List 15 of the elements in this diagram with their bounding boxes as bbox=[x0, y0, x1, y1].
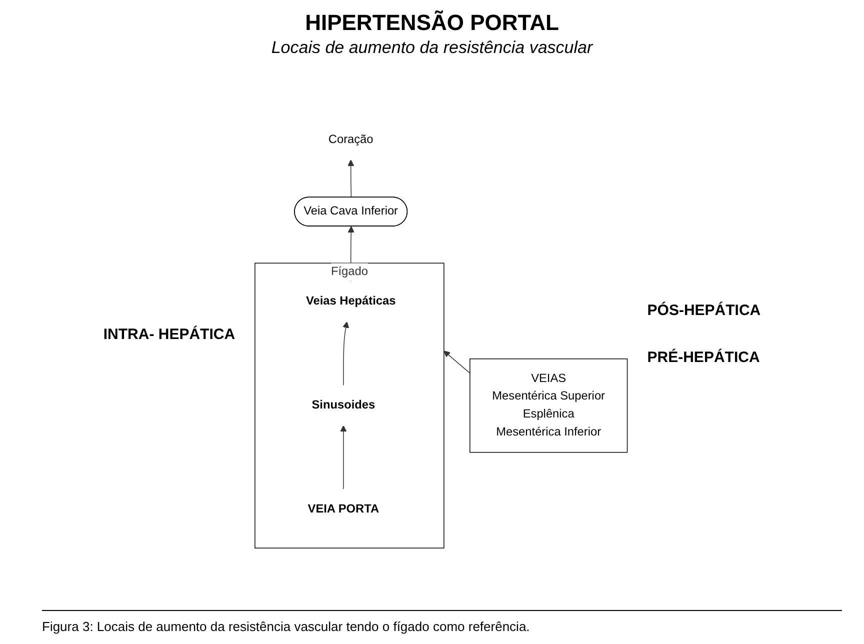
subtitle: Locais de aumento da resistência vascular bbox=[271, 38, 593, 58]
node-box: VEIAS Mesentérica Superior Esplênica Mesentérica Inferior bbox=[470, 358, 628, 453]
node-text: Veias Hepáticas bbox=[306, 295, 396, 308]
arrow bbox=[444, 350, 470, 374]
node-text: VEIA PORTA bbox=[308, 502, 380, 516]
zone-label: PRÉ-HEPÁTICA bbox=[647, 349, 761, 366]
arrow bbox=[340, 425, 347, 490]
node-text: Coração bbox=[328, 133, 374, 146]
arrow bbox=[342, 321, 350, 386]
zone-label: INTRA- HEPÁTICA bbox=[103, 326, 236, 342]
arrow bbox=[348, 160, 354, 198]
zone-label: PÓS-HEPÁTICA bbox=[647, 302, 761, 319]
node-text: Sinusoides bbox=[312, 398, 376, 412]
diagram-title: HIPERTENSÃO PORTAL bbox=[305, 10, 559, 36]
figure-caption: Figura 3: Locais de aumento da resistência vascular tendo o fígado como referência. bbox=[42, 610, 842, 634]
